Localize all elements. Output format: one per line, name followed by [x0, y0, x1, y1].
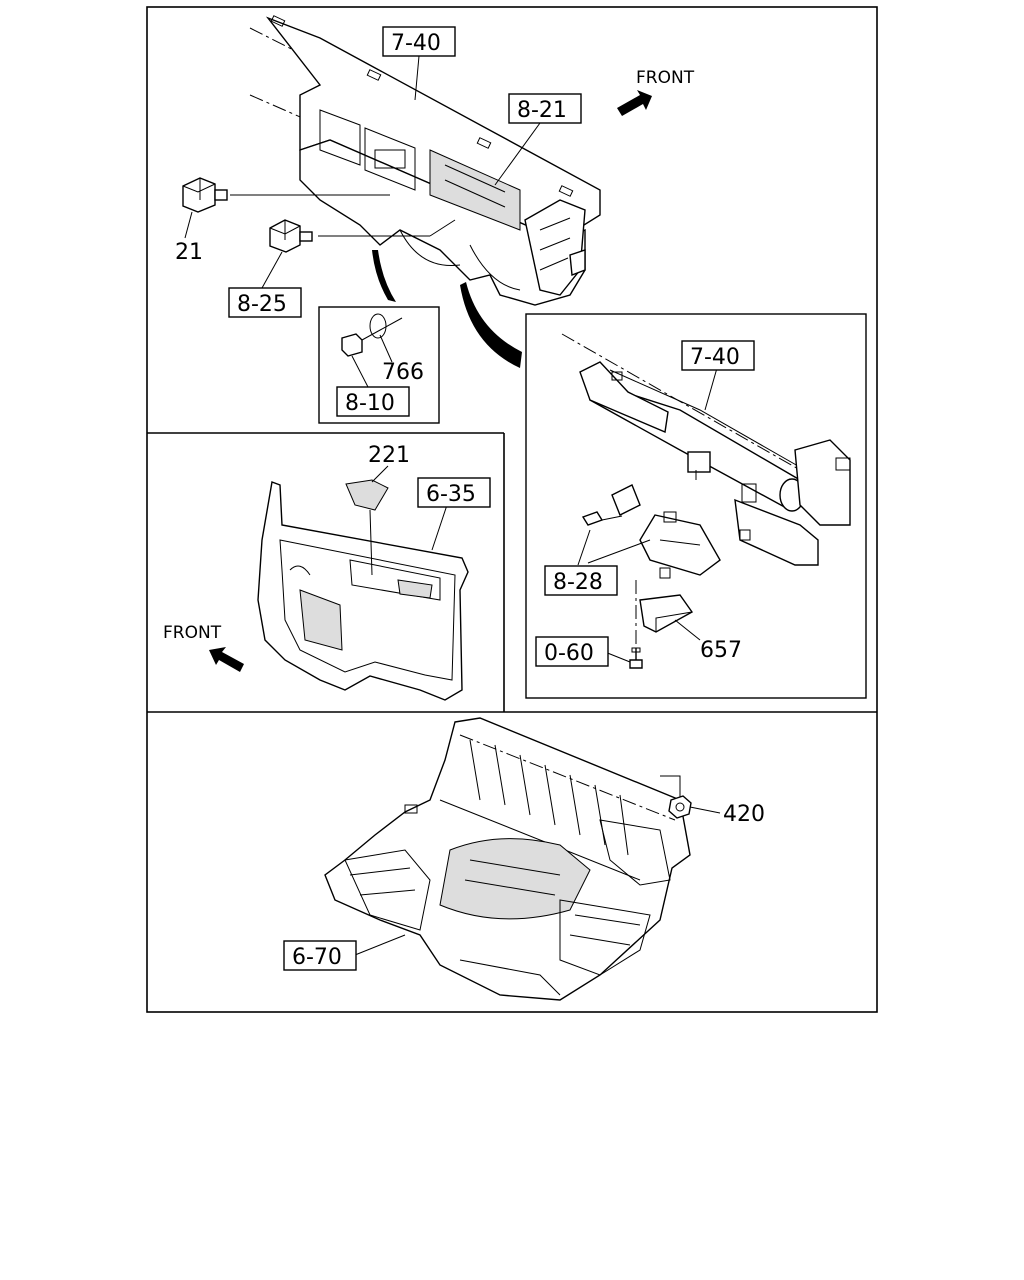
ref-box-8-28	[544, 565, 618, 596]
ref-box-7-40-top	[382, 26, 456, 57]
part-420-label: 420	[723, 802, 765, 827]
part-221-label: 221	[368, 443, 410, 468]
outer-frame	[146, 6, 878, 1013]
pointer-arrow-left	[372, 250, 396, 302]
front-arrow-middle	[209, 647, 244, 672]
ref-0-60: 0-60	[544, 641, 594, 666]
ref-box-6-70	[283, 940, 357, 971]
clip-766	[341, 313, 403, 388]
part-657-label: 657	[700, 638, 742, 663]
front-label-middle: FRONT	[163, 623, 222, 643]
ref-8-25: 8-25	[237, 292, 287, 317]
ref-box-8-25	[228, 287, 302, 318]
part-766-label: 766	[382, 360, 424, 385]
ref-box-8-21	[508, 93, 582, 124]
ref-8-28: 8-28	[553, 570, 603, 595]
switch-8-25	[261, 219, 313, 289]
door-trim-illustration	[257, 465, 469, 701]
ref-6-70: 6-70	[292, 945, 342, 970]
crossbar-bracket	[561, 333, 851, 669]
ref-7-40-top: 7-40	[391, 31, 441, 56]
ref-box-8-10	[336, 386, 410, 417]
switch-21	[182, 177, 228, 239]
dashboard-illustration	[230, 15, 601, 306]
front-arrow-top	[617, 90, 652, 116]
pointer-arrow-right	[460, 282, 522, 368]
part-21-label: 21	[175, 240, 203, 265]
ref-8-21: 8-21	[517, 98, 567, 123]
floor-panel-illustration	[324, 717, 721, 1001]
ref-box-0-60	[535, 636, 609, 667]
ref-6-35: 6-35	[426, 482, 476, 507]
ref-box-6-35	[417, 477, 491, 508]
front-label-top: FRONT	[636, 68, 695, 88]
ref-box-7-40-detail	[681, 340, 755, 371]
ref-7-40-detail: 7-40	[690, 345, 740, 370]
ref-8-10: 8-10	[345, 391, 395, 416]
